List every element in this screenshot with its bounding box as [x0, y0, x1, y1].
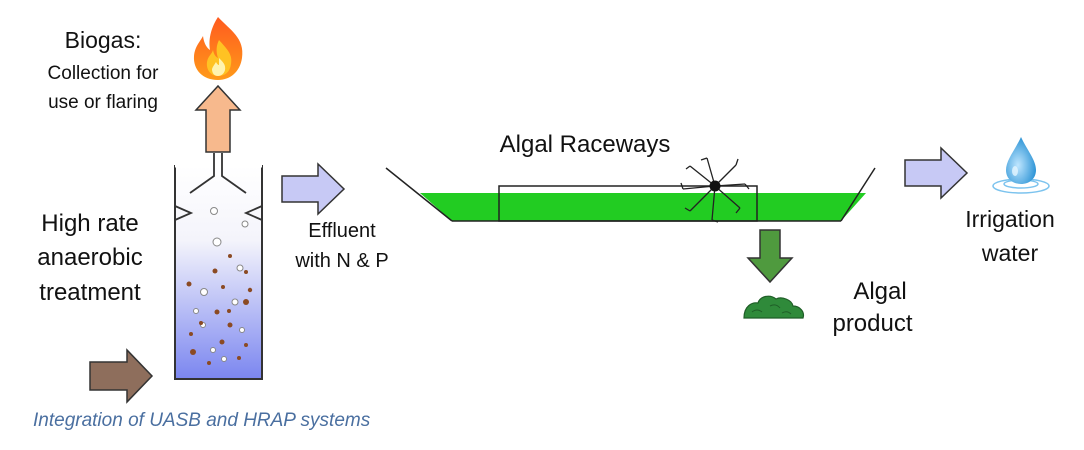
flame-icon: [193, 17, 243, 80]
influent-arrow: [89, 348, 154, 404]
algae-pile-icon: [743, 295, 805, 319]
biogas-title: Biogas:: [64, 27, 142, 53]
irrigation-label-line2: water: [981, 240, 1039, 266]
water-drop-icon: [992, 137, 1050, 194]
biogas-desc-line1: Collection for: [47, 63, 159, 84]
figure-caption: Integration of UASB and HRAP systems: [33, 410, 371, 431]
paddlewheel-icon: [680, 157, 750, 223]
algal-raceway-pond: [385, 167, 876, 222]
biogas-arrow: [194, 84, 242, 153]
reactor-label-line2: anaerobic: [37, 244, 143, 271]
sludge-particles: [186, 254, 253, 365]
irrigation-label-line1: Irrigation: [965, 206, 1055, 232]
effluent-label-line2: with N & P: [295, 250, 389, 272]
algal-product-label-line2: product: [832, 310, 913, 337]
effluent-arrow: [281, 162, 346, 216]
effluent-label-line1: Effluent: [308, 220, 376, 242]
biogas-desc-line2: use or flaring: [48, 92, 158, 113]
gas-bubbles: [193, 207, 249, 362]
irrigation-arrow: [904, 146, 969, 200]
reactor-label-line3: treatment: [39, 279, 141, 306]
algal-product-label-line1: Algal: [853, 278, 907, 305]
raceways-label: Algal Raceways: [499, 131, 671, 158]
reactor-label-line1: High rate: [41, 210, 139, 237]
uasb-reactor: [174, 153, 263, 380]
algal-product-arrow: [746, 229, 794, 284]
